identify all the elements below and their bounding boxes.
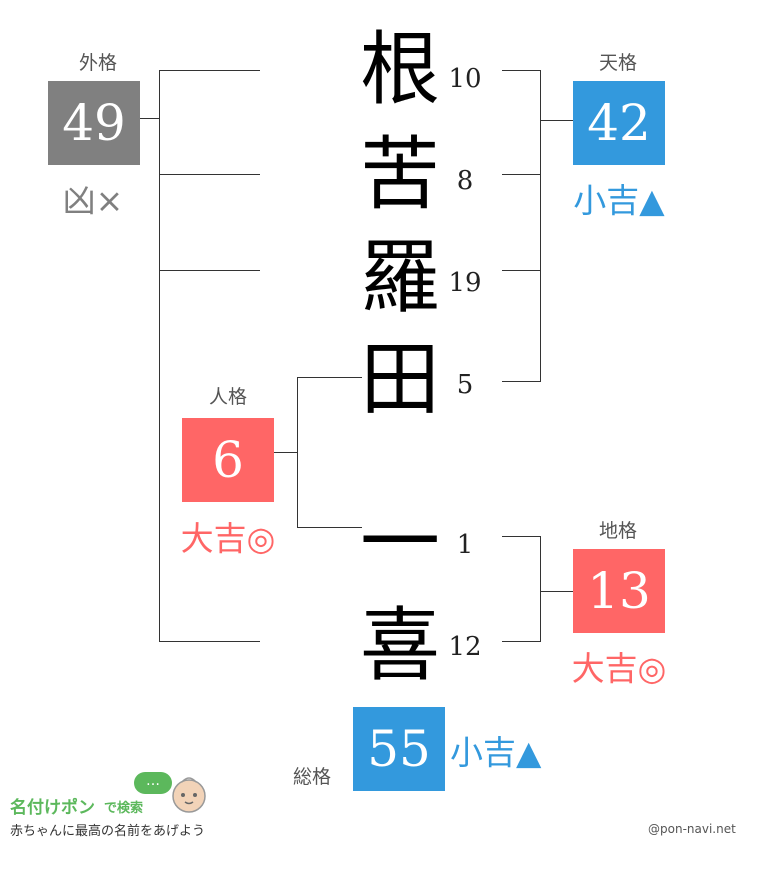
- connector-line: [297, 377, 362, 378]
- soukaku-label: 総格: [292, 766, 331, 788]
- speech-bubble-icon: …: [134, 772, 172, 794]
- soukaku-fortune: 小吉▲: [450, 733, 542, 772]
- gaikaku-fortune: 凶×: [62, 181, 124, 220]
- stroke-count-4: 5: [456, 370, 474, 400]
- speech-bubble-dots: …: [146, 773, 160, 789]
- connector-line: [502, 536, 540, 537]
- connector-line: [502, 70, 540, 71]
- soukaku-value-box: 55: [353, 707, 445, 791]
- connector-line: [140, 118, 159, 119]
- connector-line: [540, 591, 573, 592]
- connector-line: [297, 527, 362, 528]
- stroke-count-2: 8: [456, 166, 474, 196]
- name-char-1: 根: [360, 23, 440, 116]
- chikaku-label: 地格: [598, 520, 637, 542]
- jinkaku-label: 人格: [208, 386, 247, 408]
- name-char-4: 田: [360, 333, 440, 426]
- connector-line: [297, 377, 298, 528]
- stroke-count-1: 10: [448, 64, 482, 94]
- connector-line: [159, 174, 260, 175]
- connector-line: [540, 120, 573, 121]
- connector-line: [159, 641, 260, 642]
- tenkaku-fortune: 小吉▲: [573, 181, 665, 220]
- connector-line: [159, 70, 260, 71]
- logo-tagline: 赤ちゃんに最高の名前をあげよう: [10, 824, 206, 839]
- stroke-count-6: 12: [448, 632, 482, 662]
- name-char-6: 喜: [360, 599, 440, 692]
- name-char-2: 苦: [360, 128, 440, 221]
- connector-line: [502, 381, 540, 382]
- site-credit: @pon-navi.net: [648, 822, 736, 836]
- baby-face-icon: [168, 774, 210, 814]
- connector-line: [502, 641, 540, 642]
- chikaku-fortune: 大吉◎: [571, 649, 667, 688]
- jinkaku-value-box: 6: [182, 418, 274, 502]
- chikaku-value-box: 13: [573, 549, 665, 633]
- gaikaku-label: 外格: [78, 52, 117, 74]
- name-char-3: 羅: [360, 231, 440, 324]
- logo-title: 名付けポン: [10, 798, 95, 818]
- connector-line: [502, 174, 540, 175]
- stroke-count-3: 19: [448, 268, 482, 298]
- connector-line: [274, 452, 297, 453]
- tenkaku-label: 天格: [598, 52, 637, 74]
- tenkaku-value-box: 42: [573, 81, 665, 165]
- connector-line: [159, 70, 160, 642]
- logo-search-text: で検索: [104, 801, 144, 816]
- connector-line: [540, 70, 541, 382]
- stroke-count-5: 1: [456, 530, 474, 560]
- jinkaku-fortune: 大吉◎: [180, 519, 276, 558]
- name-char-5: 一: [360, 496, 440, 589]
- connector-line: [159, 270, 260, 271]
- gaikaku-value-box: 49: [48, 81, 140, 165]
- connector-line: [540, 536, 541, 642]
- connector-line: [502, 270, 540, 271]
